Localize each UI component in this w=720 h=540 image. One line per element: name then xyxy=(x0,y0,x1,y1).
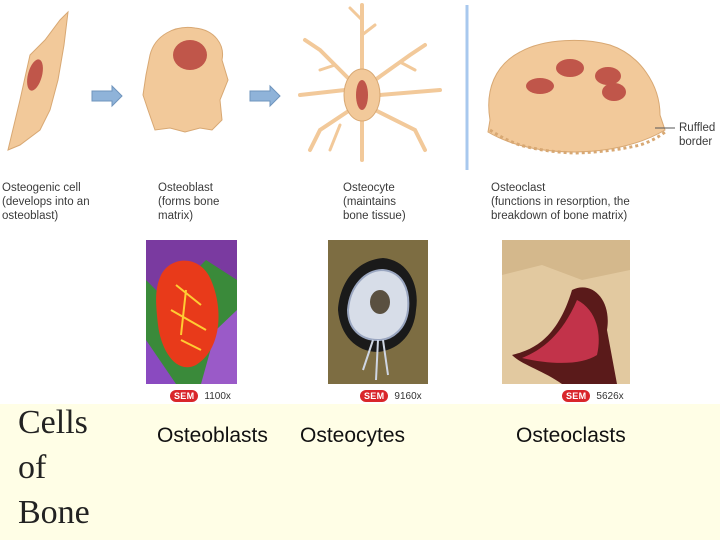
caption-osteogenic-cell: Osteogenic cell (develops into an osteob… xyxy=(2,181,90,223)
title-line: Bone xyxy=(18,494,90,531)
ruffled-border-line-2: border xyxy=(679,136,713,148)
caption-line: Osteoblast xyxy=(158,182,213,194)
caption-line: Osteogenic cell xyxy=(2,182,81,194)
caption-line: bone tissue) xyxy=(343,210,406,222)
ruffled-border-label: Ruffled border xyxy=(679,121,715,149)
sem-badge-osteoclast: SEM 5626x xyxy=(562,390,624,402)
sem-label: SEM xyxy=(170,390,199,402)
caption-line: Osteocyte xyxy=(343,182,395,194)
osteoclast-illustration xyxy=(487,39,675,155)
caption-line: (maintains xyxy=(343,196,397,208)
sem-badge-osteocyte: SEM 9160x xyxy=(360,390,422,402)
cell-illustrations xyxy=(7,3,675,170)
label-osteoblasts: Osteoblasts xyxy=(157,424,268,447)
caption-osteoclast: Osteoclast (functions in resorption, the… xyxy=(491,181,630,223)
sem-micrograph-osteoblast xyxy=(146,240,237,384)
caption-line: Osteoclast xyxy=(491,182,546,194)
arrow-1-icon xyxy=(91,84,123,108)
arrow-2-icon xyxy=(249,84,281,108)
osteoblast-illustration xyxy=(142,26,229,133)
title-line: Cells xyxy=(18,404,88,441)
caption-osteocyte: Osteocyte (maintains bone tissue) xyxy=(343,181,406,223)
caption-line: (forms bone xyxy=(158,196,220,208)
ruffled-border-line-1: Ruffled xyxy=(679,122,716,134)
label-osteoclasts: Osteoclasts xyxy=(516,424,626,447)
caption-line: (functions in resorption, the xyxy=(491,196,630,208)
osteocyte-illustration xyxy=(298,3,442,162)
sem-micrograph-osteoclast xyxy=(502,240,630,384)
sem-label: SEM xyxy=(562,390,591,402)
caption-line: matrix) xyxy=(158,210,194,222)
bottom-band xyxy=(0,404,720,540)
slide-title: Cells of Bone xyxy=(18,400,90,535)
sem-magnification: 9160x xyxy=(394,390,422,402)
caption-osteoblast: Osteoblast (forms bone matrix) xyxy=(158,181,219,223)
sem-badge-osteoblast: SEM 1100x xyxy=(170,390,231,402)
sem-magnification: 5626x xyxy=(596,390,624,402)
caption-line: (develops into an xyxy=(2,196,90,208)
label-osteocytes: Osteocytes xyxy=(300,424,406,447)
sem-magnification: 1100x xyxy=(204,390,231,402)
sem-label: SEM xyxy=(360,390,389,402)
title-line: of xyxy=(18,449,47,486)
caption-line: breakdown of bone matrix) xyxy=(491,210,628,222)
sem-micrograph-osteocyte xyxy=(328,240,428,384)
osteogenic-cell-illustration xyxy=(7,10,69,151)
caption-line: osteoblast) xyxy=(2,210,59,222)
